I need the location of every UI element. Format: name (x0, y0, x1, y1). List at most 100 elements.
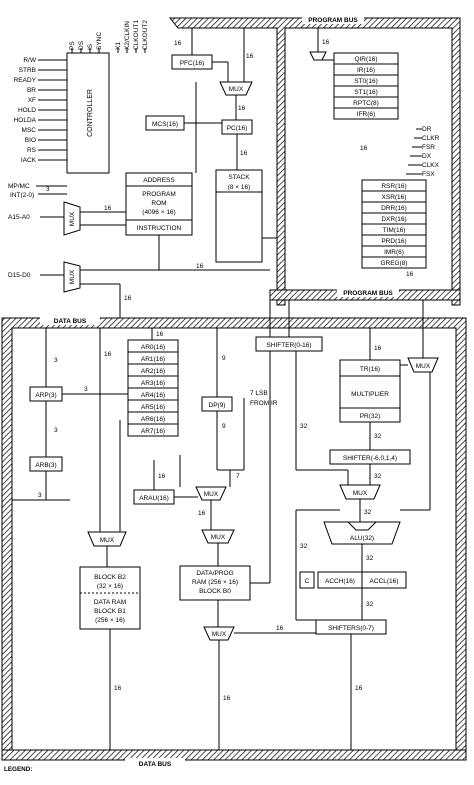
serial-register (361, 256, 427, 269)
svg-text:PFC(16): PFC(16) (180, 60, 205, 67)
svg-text:16: 16 (156, 331, 164, 338)
controller-top-signal: IS (87, 43, 94, 50)
controller-signal: IACK (21, 157, 37, 164)
svg-text:32: 32 (366, 601, 374, 608)
svg-text:SHIFTER(-6,0,1,4): SHIFTER(-6,0,1,4) (343, 455, 397, 462)
serial-register-label: IMR(6) (384, 249, 404, 256)
controller-signal: XF (28, 97, 36, 104)
serial-signal: DR (422, 126, 432, 133)
control-register-label: ST0(16) (354, 78, 377, 85)
svg-text:SHIFTER(0-16): SHIFTER(0-16) (266, 342, 311, 349)
carry-bit (299, 571, 315, 589)
svg-text:PR(32): PR(32) (360, 413, 381, 420)
program-bus-mid: PROGRAM BUS (269, 287, 461, 301)
int-label: INT(2-0) (10, 192, 34, 199)
serial-signal: FSX (422, 171, 435, 178)
svg-text:16: 16 (196, 263, 204, 270)
control-register-label: RPTC(8) (353, 100, 379, 107)
svg-text:32: 32 (300, 423, 308, 430)
data-bus-top-label: DATA BUS (54, 318, 87, 325)
controller-signal: MSC (22, 127, 37, 134)
svg-text:PC(16): PC(16) (227, 125, 248, 132)
multiplier-unit (339, 375, 401, 409)
controller-signal: HOLD (18, 107, 36, 114)
ram-mux-left (87, 531, 127, 547)
svg-text:SHIFTERS(0-7): SHIFTERS(0-7) (328, 625, 374, 632)
svg-text:MUX: MUX (100, 537, 115, 544)
svg-text:ADDRESS: ADDRESS (143, 177, 175, 184)
svg-text:3: 3 (84, 386, 88, 393)
serial-register-label: PRD(16) (381, 238, 406, 245)
controller-signal: RS (27, 147, 37, 154)
svg-text:16: 16 (238, 105, 246, 112)
program-bus-mid-label: PROGRAM BUS (343, 290, 393, 297)
serial-signal: FSR (422, 144, 435, 151)
arau-mux (195, 486, 227, 501)
svg-text:16: 16 (124, 295, 132, 302)
serial-register-label: XSR(16) (382, 194, 407, 201)
svg-text:(8 × 16): (8 × 16) (228, 184, 251, 191)
svg-text:ROM: ROM (151, 200, 166, 207)
int-width-label: 3 (46, 186, 50, 193)
register-file-serial: RSR(16)XSR(16)DRR(16)DXR(16)TIM(16)PRD(1… (361, 179, 427, 269)
program-mux (219, 81, 253, 96)
svg-text:MUX: MUX (229, 86, 244, 93)
svg-text:16: 16 (374, 345, 382, 352)
svg-text:32: 32 (364, 509, 372, 516)
data-bus-frame: DATA BUS DATA BUS (1, 315, 467, 768)
ar-register-label: AR7(16) (141, 428, 165, 435)
svg-text:16: 16 (114, 685, 122, 692)
data-pins-label: D15-D0 (8, 272, 31, 279)
ar-register-label: AR2(16) (141, 368, 165, 375)
svg-text:TR(16): TR(16) (360, 366, 380, 373)
alu-mux (339, 484, 381, 500)
svg-text:BLOCK B2: BLOCK B2 (94, 574, 126, 581)
svg-text:(4096 × 16): (4096 × 16) (142, 209, 175, 216)
control-register-label: QIR(16) (354, 56, 377, 63)
svg-text:16: 16 (355, 685, 363, 692)
svg-text:3: 3 (54, 427, 58, 434)
svg-text:ARAU(16): ARAU(16) (139, 495, 169, 502)
serial-signal: DX (422, 153, 432, 160)
data-mux (63, 261, 81, 293)
svg-text:16: 16 (406, 271, 414, 278)
svg-text:7 LSB: 7 LSB (250, 390, 268, 397)
controller-label: CONTROLLER (87, 89, 94, 137)
svg-text:STACK: STACK (228, 174, 250, 181)
accl-register (361, 571, 407, 589)
svg-text:16: 16 (223, 695, 231, 702)
svg-text:INSTRUCTION: INSTRUCTION (137, 225, 182, 232)
controller-top-signal: SYNC (96, 32, 103, 50)
serial-signal: CLKR (422, 135, 440, 142)
svg-text:32: 32 (374, 473, 382, 480)
svg-text:16: 16 (240, 150, 248, 157)
controller-block: CONTROLLER (66, 52, 110, 174)
serial-register-label: DRR(16) (381, 205, 407, 212)
svg-text:16: 16 (104, 205, 112, 212)
ar-register-label: AR1(16) (141, 356, 165, 363)
svg-text:16: 16 (246, 53, 254, 60)
controller-signal: BIO (25, 137, 36, 144)
svg-text:MUX: MUX (212, 631, 227, 638)
controller-top-signal: X2/CLKIN (124, 21, 131, 50)
svg-text:MULTIPLIER: MULTIPLIER (351, 391, 389, 398)
svg-text:16: 16 (198, 510, 206, 517)
controller-top-signal: DS (78, 40, 85, 50)
serial-register-label: GREG(8) (380, 260, 407, 267)
controller-signal: HOLDA (14, 117, 37, 124)
controller-signal: R/W (23, 57, 37, 64)
svg-text:ACCH(16): ACCH(16) (325, 578, 355, 585)
svg-text:BLOCK B1: BLOCK B1 (94, 608, 126, 615)
ar-register-label: AR6(16) (141, 416, 165, 423)
svg-text:MUX: MUX (69, 211, 76, 226)
serial-register-label: RSR(16) (381, 183, 406, 190)
serial-register-label: TIM(16) (383, 227, 406, 234)
svg-text:32: 32 (374, 433, 382, 440)
data-ram-block-b1-b2 (79, 566, 141, 630)
svg-text:(32 × 16): (32 × 16) (97, 583, 123, 590)
svg-text:16: 16 (360, 145, 368, 152)
control-register (333, 107, 399, 120)
multiplier-mux (407, 357, 439, 373)
